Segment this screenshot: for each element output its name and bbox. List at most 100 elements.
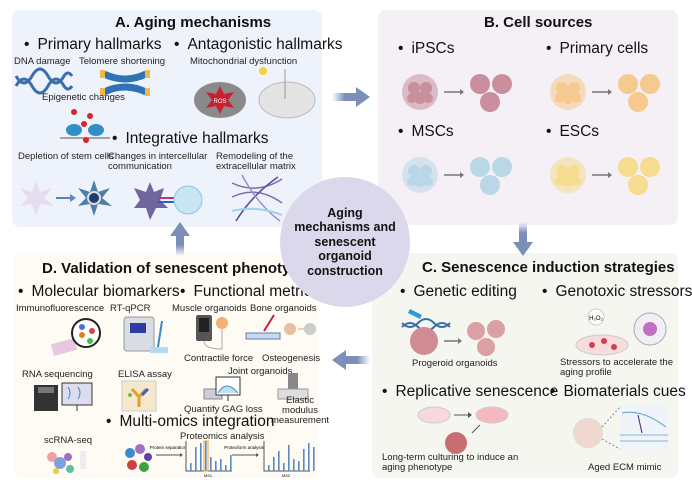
central-theme-circle: Aging mechanisms and senescent organoid … (280, 177, 410, 307)
spectrum-peak (288, 445, 290, 471)
panel-cell-sources: B. Cell sources iPSCs Primary cells MSCs… (378, 10, 678, 225)
rna-seq-label: RNA sequencing (22, 369, 93, 380)
antagonistic-hallmarks-heading: Antagonistic hallmarks (174, 36, 342, 54)
biomaterials-heading: Biomaterials cues (550, 383, 685, 401)
bone-organoids-label: Bone organoids (250, 303, 317, 314)
spectrum-peak (210, 457, 212, 471)
epigenetic-label: Epigenetic changes (42, 92, 125, 103)
genotoxic-stressor-icon: H₂O₂ (575, 308, 667, 356)
panel-aging-mechanisms: A. Aging mechanisms Primary hallmarks An… (12, 10, 343, 227)
spectrum-peak (225, 465, 227, 471)
spectrum-axis (263, 441, 310, 472)
ipsc-organoid-icon (400, 70, 520, 121)
protein-separation-label: Protein separation (150, 445, 187, 450)
mitochondria-ros-icon: ROS (194, 82, 246, 118)
dna-icon (14, 67, 74, 95)
panel-d-title: D. Validation of senescent phenotypes (42, 260, 317, 277)
progeroid-caption: Progeroid organoids (412, 358, 498, 369)
spectrum-peak (298, 461, 300, 471)
msc-organoid-icon (400, 153, 520, 204)
rna-sequencer-icon (34, 382, 93, 411)
escs-heading: ESCs (546, 123, 599, 141)
ecm-label: Remodeling of the extracellular matrix (216, 151, 296, 172)
ms2-spectrum (263, 441, 315, 472)
replicative-culture-icon (417, 406, 509, 454)
immunofluorescence-icon (50, 318, 101, 356)
extracellular-matrix-icon (231, 174, 283, 222)
central-theme-label: Aging mechanisms and senescent organoid … (294, 206, 396, 278)
selected-peak-highlight (203, 440, 209, 472)
telomere-icon (100, 70, 150, 96)
joint-organoids-label: Joint organoids (228, 366, 293, 377)
genetic-editing-heading: Genetic editing (400, 283, 516, 301)
dna-damage-label: DNA damage (14, 56, 71, 67)
primary-cells-heading: Primary cells (546, 40, 648, 58)
spectrum-peak (220, 459, 222, 471)
elisa-label: ELISA assay (118, 369, 172, 380)
aged-ecm-caption: Aged ECM mimic (588, 462, 662, 473)
ros-label: ROS (213, 99, 226, 105)
gag-loss-label: Quantify GAG loss (184, 404, 263, 415)
qpcr-machine-icon (123, 316, 168, 353)
mscs-heading: MSCs (398, 123, 453, 141)
integrative-hallmarks-heading: Integrative hallmarks (112, 130, 268, 148)
spectrum-peak (308, 443, 310, 471)
spectrum-peak (293, 459, 295, 471)
spectrum-peak (278, 451, 280, 471)
replicative-caption: Long-term culturing to induce an aging p… (382, 452, 519, 473)
contractile-force-device-icon (196, 315, 228, 350)
rt-qpcr-label: RT-qPCR (110, 303, 151, 314)
spectrum-peak (200, 443, 202, 471)
immunofluorescence-label: Immunofluorescence (16, 303, 105, 314)
proteomics-workflow-icon: Protein separation Proteoform analysis M… (125, 440, 315, 478)
molecular-biomarkers-heading: Molecular biomarkers (18, 283, 179, 301)
spectrum-peak (303, 449, 305, 471)
spectrum-peak (215, 461, 217, 471)
contractile-force-label: Contractile force (184, 353, 254, 364)
spectrum-peak (268, 465, 270, 471)
stem-cells-label: Depletion of stem cells (18, 151, 114, 162)
intercellular-label: Changes in intercellular communication (108, 151, 208, 172)
spectrum-peak (195, 447, 197, 471)
panel-a-title: A. Aging mechanisms (115, 14, 272, 31)
aged-ecm-icon (573, 405, 668, 450)
proteomics-label: Proteomics analysis (180, 431, 265, 442)
h2o2-label: H₂O₂ (589, 316, 603, 322)
panel-senescence-induction: C. Senescence induction strategies Genet… (372, 253, 692, 478)
spectrum-peak (190, 463, 192, 471)
arrow-c-to-d (332, 350, 370, 370)
spectrum-peak (205, 441, 207, 471)
spectrum-peak (273, 457, 275, 471)
proteoform-analysis-label: Proteoform analysis (224, 445, 265, 450)
ms2-label: MS2 (282, 473, 291, 478)
genotoxic-caption: Stressors to accelerate the aging profil… (560, 357, 673, 378)
panel-validation: D. Validation of senescent phenotypes Mo… (14, 253, 329, 478)
ipscs-heading: iPSCs (398, 40, 454, 58)
mito-label: Mitochondrial dysfunction (190, 56, 298, 67)
primary-hallmarks-heading: Primary hallmarks (24, 36, 161, 54)
multi-omics-heading: Multi-omics integration (106, 413, 274, 431)
genotoxic-heading: Genotoxic stressors (542, 283, 692, 301)
osteogenesis-staining-icon (245, 314, 316, 340)
spectrum-peak (283, 463, 285, 471)
replicative-heading: Replicative senescence (382, 383, 558, 401)
scrna-umap-icon (47, 451, 86, 474)
panel-b-title: B. Cell sources (484, 14, 593, 31)
elastic-modulus-instrument-icon (277, 373, 309, 400)
elisa-antibody-icon (121, 380, 157, 412)
arrow-b-to-c (513, 222, 533, 256)
osteogenesis-label: Osteogenesis (262, 353, 321, 364)
telomere-label: Telomere shortening (79, 56, 166, 67)
scrna-seq-label: scRNA-seq (44, 435, 93, 446)
spectrum-axis (185, 441, 232, 472)
intercellular-communication-icon (134, 182, 203, 220)
gene-editing-organoid-icon (401, 309, 505, 356)
gag-analysis-computer-icon (203, 376, 241, 401)
functional-metrics-heading: Functional metrics (180, 283, 319, 301)
primary-cell-organoid-icon (548, 70, 668, 121)
panel-c-title: C. Senescence induction strategies (422, 259, 675, 276)
ms1-spectrum (185, 440, 232, 472)
stem-cell-depletion-icon (20, 180, 112, 216)
histone-icon (60, 109, 110, 143)
arrow-d-to-a (170, 222, 190, 256)
